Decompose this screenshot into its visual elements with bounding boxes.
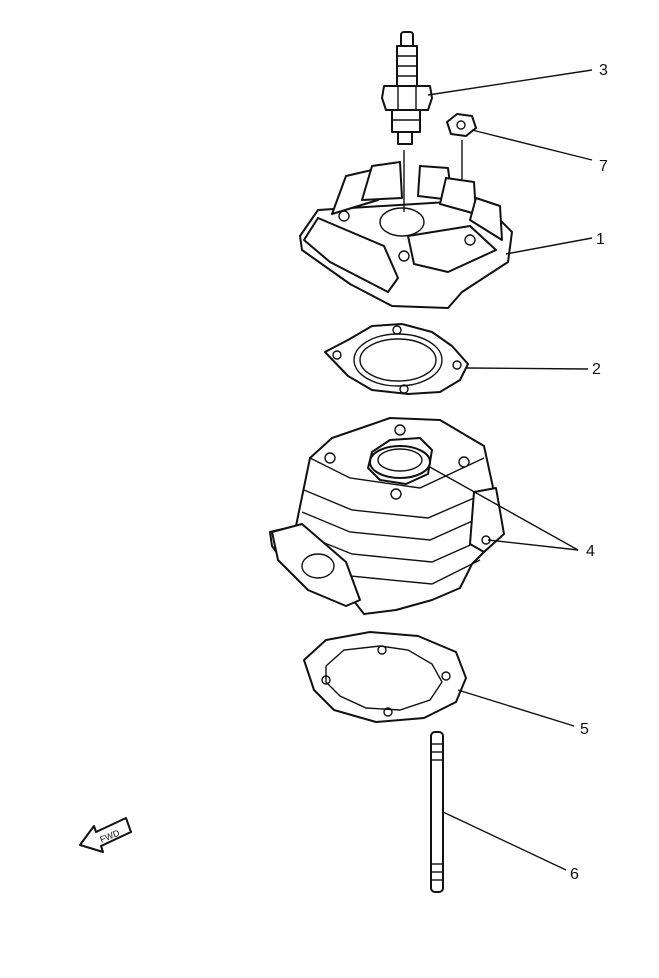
head-gasket — [324, 323, 469, 395]
callout-4: 4 — [586, 543, 595, 560]
leader-3 — [427, 69, 593, 96]
callout-7: 7 — [599, 158, 608, 175]
leader-7 — [471, 129, 593, 161]
cylinder-head — [299, 150, 513, 309]
leader-6 — [442, 811, 567, 871]
leader-lines — [427, 69, 593, 871]
callout-6: 6 — [570, 866, 579, 883]
stud-bolt — [430, 731, 444, 893]
callout-5: 5 — [580, 721, 589, 738]
leader-4b — [487, 539, 579, 551]
cylinder-and-dowels — [269, 417, 505, 615]
callout-1: 1 — [596, 231, 605, 248]
leader-4a — [427, 465, 579, 551]
leader-1 — [505, 237, 593, 255]
nut — [446, 113, 477, 218]
callout-2: 2 — [592, 361, 601, 378]
base-gasket — [303, 631, 467, 723]
leader-5 — [457, 689, 575, 727]
callout-3: 3 — [599, 62, 608, 79]
fwd-arrow-icon: FWD — [79, 817, 132, 853]
callout-labels: 3 7 1 2 4 5 6 — [570, 62, 608, 883]
spark-plug — [381, 31, 433, 145]
leader-2 — [465, 367, 589, 370]
